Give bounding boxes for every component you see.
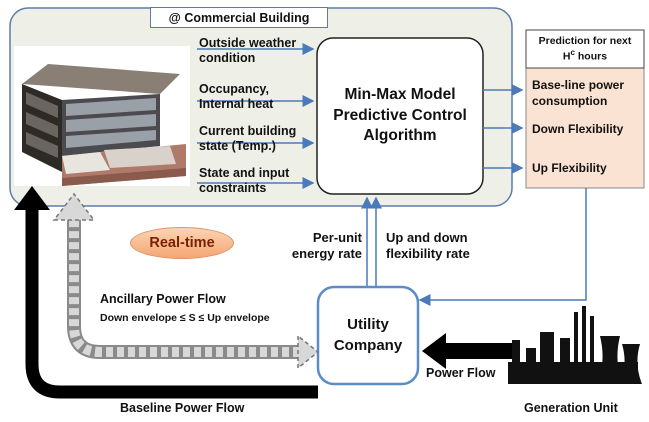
rate-arrows (361, 196, 382, 290)
prediction-header-line-2: Hc hours (562, 47, 608, 63)
algorithm-text: Min-Max Model Predictive Control Algorit… (317, 38, 483, 194)
input-label-occupancy: Occupancy, Internal heat (199, 82, 274, 111)
building-image (14, 46, 190, 186)
output-arrows (483, 84, 524, 174)
realtime-label: Real-time (149, 235, 215, 251)
power-flow-arrowhead (422, 333, 446, 369)
realtime-badge: Real-time (130, 227, 234, 259)
commercial-building-title-text: @ Commercial Building (168, 10, 310, 25)
prediction-item-down-flexibility: Down Flexibility (532, 122, 624, 136)
flexibility-rate-label: Up and down flexibility rate (386, 230, 470, 261)
generation-unit-label: Generation Unit (524, 401, 618, 415)
ancillary-envelope-label: Down envelope ≤ S ≤ Up envelope (100, 312, 270, 324)
prediction-header-box (525, 29, 645, 69)
ancillary-arrowhead-up (52, 192, 96, 221)
utility-box (316, 285, 420, 386)
ancillary-flow-label: Ancillary Power Flow (100, 292, 226, 306)
utility-company-text: Utility Company (318, 287, 418, 384)
input-label-constraints: State and input constraints (199, 166, 290, 195)
algorithm-box (316, 37, 484, 195)
prediction-to-utility-line (418, 188, 587, 306)
power-flow-label: Power Flow (426, 366, 496, 380)
commercial-building-title: @ Commercial Building (150, 7, 328, 28)
input-arrows (197, 43, 315, 189)
prediction-header: Prediction for next Hc hours (526, 30, 644, 68)
input-label-weather: Outside weather condition (199, 36, 297, 65)
prediction-header-line-1: Prediction for next (538, 34, 632, 47)
ancillary-arrowhead-right (297, 334, 320, 370)
prediction-item-up-flexibility: Up Flexibility (532, 161, 607, 175)
algorithm-line-3: Algorithm (363, 127, 437, 145)
prediction-item-baseline: Base-line power consumption (532, 78, 625, 108)
baseline-flow-arrow (25, 208, 318, 399)
input-label-building-state: Current building state (Temp.) (199, 124, 297, 153)
algorithm-line-1: Min-Max Model (344, 85, 456, 103)
utility-line-2: Company (333, 336, 403, 354)
generation-unit-icon (508, 306, 642, 384)
baseline-flow-label: Baseline Power Flow (120, 401, 245, 415)
utility-line-1: Utility (347, 316, 389, 334)
power-flow-arrow-body (444, 343, 516, 359)
algorithm-line-2: Predictive Control (333, 106, 467, 124)
baseline-arrowhead (14, 186, 50, 210)
per-unit-rate-label: Per-unit energy rate (291, 230, 362, 261)
